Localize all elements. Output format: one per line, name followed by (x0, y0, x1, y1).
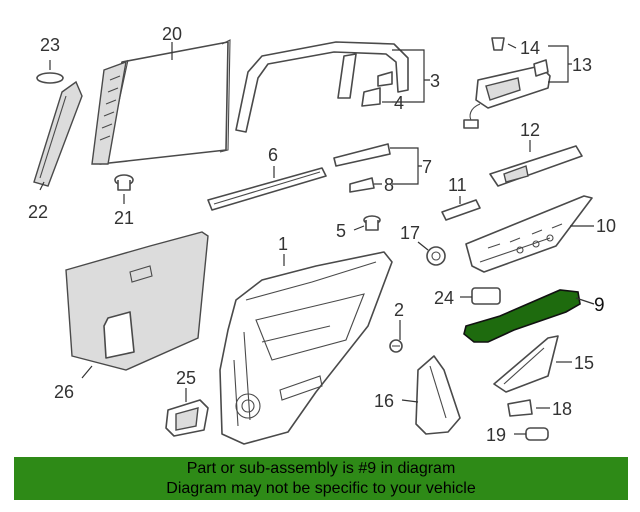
callout-18: 18 (552, 399, 572, 419)
callout-5: 5 (336, 221, 346, 241)
callout-9: 9 (594, 295, 605, 316)
part-8-clip (349, 177, 375, 193)
part-13-switch-assembly (463, 37, 551, 129)
callout-13: 13 (572, 55, 592, 75)
part-10-armrest-trim (465, 195, 593, 273)
callout-1: 1 (278, 234, 288, 254)
callout-24: 24 (434, 288, 454, 308)
part-25-handle-bezel (165, 399, 209, 437)
part-17-speaker (426, 246, 446, 266)
callout-21: 21 (114, 208, 134, 228)
callout-numbers: 23 22 20 21 3 4 14 13 12 6 7 8 11 10 5 1… (28, 24, 616, 445)
callout-15: 15 (574, 353, 594, 373)
part-26-insulation (65, 231, 209, 371)
notice-banner: Part or sub-assembly is #9 in diagram Di… (14, 457, 628, 500)
part-20-sunshade (91, 39, 231, 165)
callout-14: 14 (520, 38, 540, 58)
part-22-pillar-trim (33, 80, 83, 187)
part-4-brackets (361, 71, 393, 107)
part-19-plug (525, 427, 549, 441)
part-2-screw (389, 339, 403, 353)
callout-7: 7 (422, 157, 432, 177)
part-21-clip (114, 174, 134, 191)
part-15-pocket-trim (493, 335, 559, 393)
callout-12: 12 (520, 120, 540, 140)
part-18-insert (507, 399, 533, 417)
callout-8: 8 (384, 175, 394, 195)
callout-17: 17 (400, 223, 420, 243)
callout-6: 6 (268, 145, 278, 165)
leader-lines (39, 42, 595, 435)
part-11-trim (441, 199, 481, 221)
part-16-end-cap (415, 355, 461, 435)
notice-line-part: Part or sub-assembly is #9 in diagram (186, 460, 456, 477)
callout-25: 25 (176, 368, 196, 388)
notice-line-disclaimer: Diagram may not be specific to your vehi… (166, 480, 476, 497)
callout-16: 16 (374, 391, 394, 411)
part-9-armrest (463, 289, 581, 343)
part-1-door-panel (219, 251, 393, 445)
part-7-trim (333, 143, 391, 167)
part-5-fastener (363, 215, 381, 231)
callout-2: 2 (394, 300, 404, 320)
callout-20: 20 (162, 24, 182, 44)
callout-26: 26 (54, 382, 74, 402)
callout-11: 11 (448, 175, 467, 195)
callout-22: 22 (28, 202, 48, 222)
callout-10: 10 (596, 216, 616, 236)
callout-3: 3 (430, 71, 440, 91)
callout-23: 23 (40, 35, 60, 55)
callout-19: 19 (486, 425, 506, 445)
part-24-pad (471, 287, 501, 305)
part-12-trim-bezel (489, 145, 583, 187)
part-23-badge (36, 72, 64, 84)
callout-4: 4 (394, 93, 404, 113)
parts-diagram: 23 22 20 21 3 4 14 13 12 6 7 8 11 10 5 1… (28, 24, 616, 445)
part-6-weatherstrip (207, 167, 327, 211)
part-3-frame-molding (235, 41, 409, 133)
